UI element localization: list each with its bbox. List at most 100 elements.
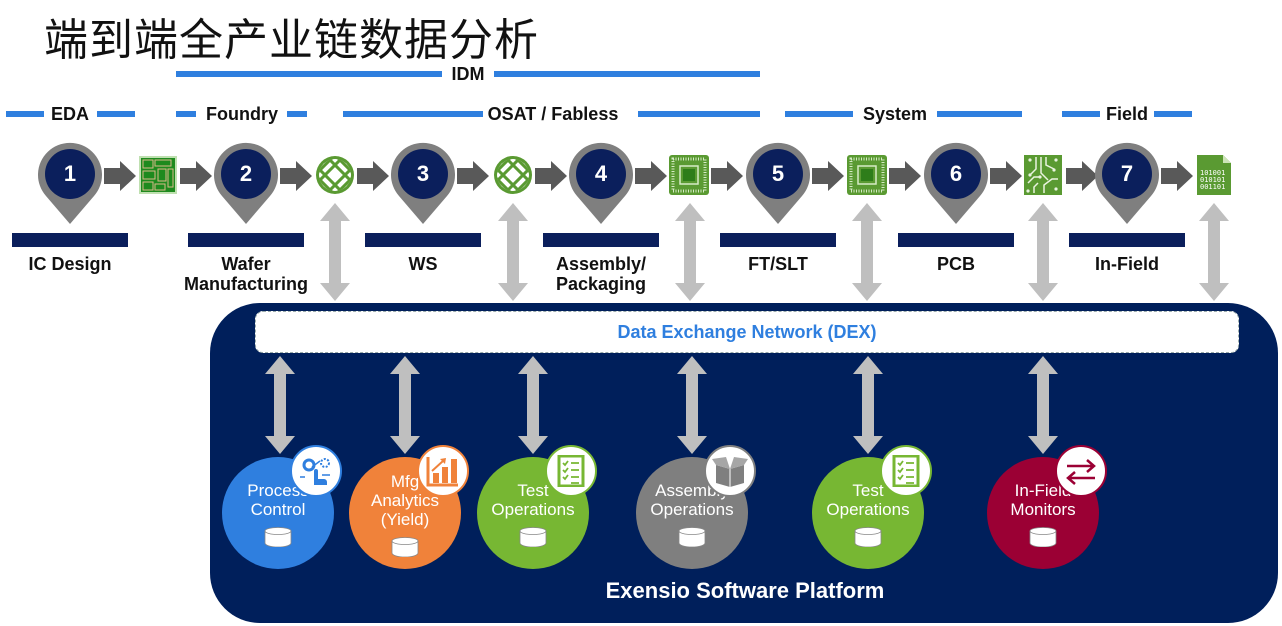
double-arrow-icon [1199,203,1229,301]
double-arrow-icon [1028,356,1058,454]
double-arrow-icon [852,203,882,301]
step-label: Wafer Manufacturing [184,254,308,294]
step-pin-1: 1 [37,142,103,226]
step-bar [188,233,304,247]
wafer-icon [493,155,533,195]
system-bar-right [937,111,1022,117]
double-arrow-icon [390,356,420,454]
foundry-bar-left [176,111,196,117]
step-bar [543,233,659,247]
step-pin-5: 5 [746,142,810,226]
field-bar-right [1154,111,1192,117]
flow-arrow-icon [812,161,844,191]
platform-label: Exensio Software Platform [605,578,885,603]
flow-arrow-icon [990,161,1022,191]
double-arrow-icon [677,356,707,454]
location-pin-icon [569,142,633,224]
double-arrow-icon [675,203,705,301]
segment-eda: EDA [50,104,89,124]
field-bar-left [1062,111,1100,117]
step-bar [898,233,1014,247]
flow-arrow-icon [711,161,743,191]
step-pin-4: 4 [569,142,633,226]
checklist-icon [880,445,932,497]
flow-arrow-icon [457,161,489,191]
chip-package-icon [669,155,709,195]
double-arrow-icon [320,203,350,301]
process-control-icon [290,445,342,497]
database-icon [519,519,547,551]
double-arrow-icon [265,356,295,454]
flow-arrow-icon [889,161,921,191]
chip-package-icon [847,155,887,195]
step-number: 4 [594,161,608,186]
location-pin-icon [214,142,278,224]
segment-osat-fabless: OSAT / Fabless [487,104,619,124]
database-icon [264,519,292,551]
location-pin-icon [924,142,988,224]
flow-arrow-icon [635,161,667,191]
flow-arrow-icon [357,161,389,191]
double-arrow-icon [1028,203,1058,301]
dex-label: Data Exchange Network (DEX) [617,321,877,342]
step-label: WS [408,254,438,274]
page-title: 端到端全产业链数据分析 [44,15,539,66]
step-label: FT/SLT [748,254,808,274]
dex-bar: Data Exchange Network (DEX) [255,311,1239,353]
svg-text:010101: 010101 [1200,176,1225,184]
step-label: PCB [936,254,975,274]
flow-arrow-icon [535,161,567,191]
location-pin-icon [37,142,103,224]
flow-arrow-icon [104,161,136,191]
segment-field: Field [1105,104,1148,124]
wafer-icon [315,155,355,195]
database-icon [391,529,419,561]
step-bar [12,233,128,247]
flow-arrow-icon [1066,161,1098,191]
open-box-icon [704,445,756,497]
step-pin-3: 3 [391,142,455,226]
location-pin-icon [391,142,455,224]
svg-text:001101: 001101 [1200,183,1225,191]
step-number: 3 [416,161,430,186]
osat-bar-right [638,111,760,117]
step-number: 1 [63,161,77,186]
flow-arrow-icon [1161,161,1193,191]
idm-bar-right [494,71,760,77]
step-number: 5 [771,161,785,186]
double-arrow-icon [518,356,548,454]
database-icon [1029,519,1057,551]
database-icon [854,519,882,551]
flow-arrow-icon [280,161,312,191]
segment-system: System [862,104,928,124]
location-pin-icon [746,142,810,224]
segment-foundry: Foundry [206,104,278,124]
step-bar [1069,233,1185,247]
idm-bar-left [176,71,442,77]
step-pin-6: 6 [924,142,988,226]
double-arrow-icon [853,356,883,454]
eda-bar-right [97,111,135,117]
step-number: 2 [239,161,253,186]
chip-layout-icon [138,155,178,195]
database-icon [678,519,706,551]
step-pin-7: 7 [1095,142,1159,226]
double-arrow-icon [498,203,528,301]
eda-bar-left [6,111,44,117]
flow-arrow-icon [180,161,212,191]
checklist-icon [545,445,597,497]
system-bar-left [785,111,853,117]
segment-idm: IDM [451,64,485,84]
location-pin-icon [1095,142,1159,224]
step-bar [720,233,836,247]
step-label: Assembly/ Packaging [555,254,647,294]
osat-bar-left [343,111,483,117]
